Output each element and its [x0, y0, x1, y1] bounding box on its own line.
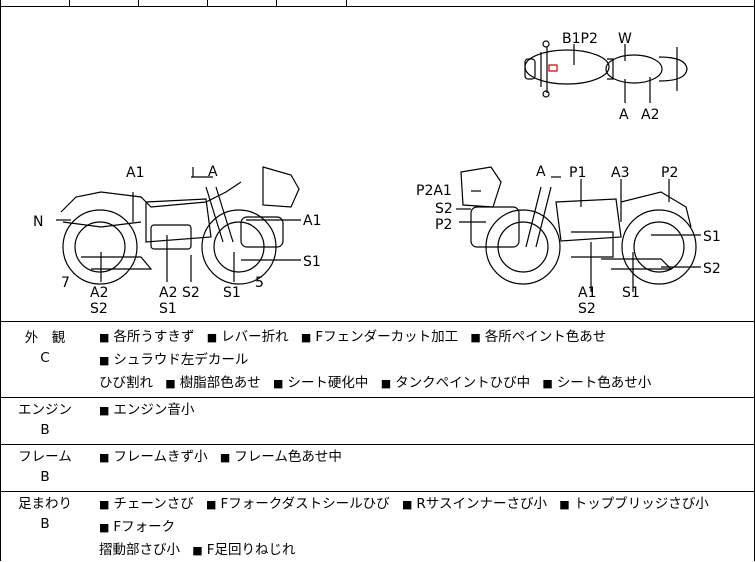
- section-category: 足まわり B: [1, 494, 89, 534]
- section-category: フレーム B: [1, 447, 89, 487]
- item-text: 各所ペイント色あせ: [484, 329, 607, 345]
- item-text: Fフェンダーカット加工: [315, 329, 459, 345]
- damage-label: P2: [661, 165, 678, 181]
- section-suspension: 足まわり B ■チェーンさび ■Fフォークダストシールひび ■Rサスインナーさび…: [1, 492, 754, 561]
- section-category: 外 観 C: [1, 328, 89, 368]
- category-label: 足まわり: [18, 496, 72, 512]
- damage-label: A3: [611, 165, 629, 181]
- header-cell: [69, 0, 70, 6]
- section-items: ■エンジン音小: [99, 402, 195, 418]
- damage-label: S1: [223, 285, 241, 301]
- damage-label: S2: [182, 285, 200, 301]
- category-label: フレーム: [18, 449, 72, 465]
- damage-label: S1: [303, 254, 321, 270]
- item-text: タンクペイントひび中: [395, 375, 531, 391]
- header-cell: [346, 0, 347, 6]
- category-label: エンジン: [18, 402, 72, 418]
- item-text: Fフォーク: [113, 519, 176, 535]
- item-text: エンジン音小: [113, 402, 195, 418]
- damage-label: 5: [255, 275, 264, 291]
- section-frame: フレーム B ■フレームきず小 ■フレーム色あせ中: [1, 445, 754, 492]
- damage-label: A1: [126, 165, 144, 181]
- section-exterior: 外 観 C ■各所うすきず ■レバー折れ ■Fフェンダーカット加工 ■各所ペイン…: [1, 322, 754, 398]
- damage-label: S2: [578, 301, 596, 317]
- item-text: シート色あせ小: [556, 375, 652, 391]
- damage-label: N: [33, 214, 43, 230]
- damage-label: 7: [61, 275, 70, 291]
- damage-label: A2: [641, 107, 659, 123]
- item-text: 各所うすきず: [113, 329, 195, 345]
- item-text: フレーム色あせ中: [234, 449, 342, 465]
- header-cell: [207, 0, 208, 6]
- damage-label: S1: [622, 285, 640, 301]
- motorcycle-diagram-svg: B1P2 W A A2 A1 A N A1 S1 7 A2 S2 A2 S1 S…: [33, 31, 721, 317]
- damage-label: P1: [569, 165, 586, 181]
- header-strip: [1, 0, 754, 7]
- section-category: エンジン B: [1, 400, 89, 440]
- item-text: トップブリッジさび小: [573, 496, 709, 512]
- item-text: Fフォークダストシールひび: [220, 496, 390, 512]
- damage-label: A2: [90, 285, 108, 301]
- top-view-icon: [524, 40, 688, 103]
- section-items: ■チェーンさび ■Fフォークダストシールひび ■Rサスインナーさび小 ■トップブ…: [99, 496, 709, 558]
- damage-label: S1: [159, 301, 177, 317]
- damage-label: S2: [90, 301, 108, 317]
- damage-label: A2: [159, 285, 177, 301]
- damage-label: P2A1: [416, 183, 452, 199]
- grade-badge: B: [40, 469, 50, 485]
- item-text: 摺動部さび小: [99, 542, 180, 558]
- item-text: Rサスインナーさび小: [416, 496, 547, 512]
- item-text: チェーンさび: [113, 496, 194, 512]
- damage-label: A: [208, 164, 218, 180]
- item-text: 樹脂部色あせ: [179, 375, 261, 391]
- damage-label: B1P2: [562, 31, 598, 47]
- damage-label: A: [619, 107, 629, 123]
- grade-badge: B: [40, 422, 50, 438]
- damage-label: W: [618, 31, 632, 47]
- section-items: ■各所うすきず ■レバー折れ ■Fフェンダーカット加工 ■各所ペイント色あせ ■…: [99, 329, 652, 391]
- item-text: シュラウド左デカール: [113, 352, 249, 368]
- item-text: F足回りねじれ: [206, 542, 296, 558]
- damage-label: P2: [435, 217, 452, 233]
- section-items: ■フレームきず小 ■フレーム色あせ中: [99, 449, 342, 465]
- damage-label: A: [536, 164, 546, 180]
- damage-diagram: B1P2 W A A2 A1 A N A1 S1 7 A2 S2 A2 S1 S…: [1, 7, 754, 322]
- damage-label: S1: [703, 229, 721, 245]
- grade-badge: B: [40, 516, 50, 532]
- item-text: レバー折れ: [221, 329, 289, 345]
- damage-label: A1: [303, 213, 321, 229]
- category-label: 外 観: [24, 330, 66, 346]
- item-text: フレームきず小: [113, 449, 208, 465]
- grade-badge: C: [40, 350, 50, 366]
- damage-label: S2: [703, 261, 721, 277]
- header-cell: [138, 0, 139, 6]
- right-side-view-icon: [456, 166, 701, 292]
- item-text: ひび割れ: [99, 375, 153, 391]
- item-text: シート硬化中: [287, 375, 369, 391]
- left-side-view-icon: [56, 166, 301, 285]
- section-engine: エンジン B ■エンジン音小: [1, 398, 754, 445]
- damage-label: S2: [435, 201, 453, 217]
- damage-label: A1: [578, 285, 596, 301]
- header-cell: [276, 0, 277, 6]
